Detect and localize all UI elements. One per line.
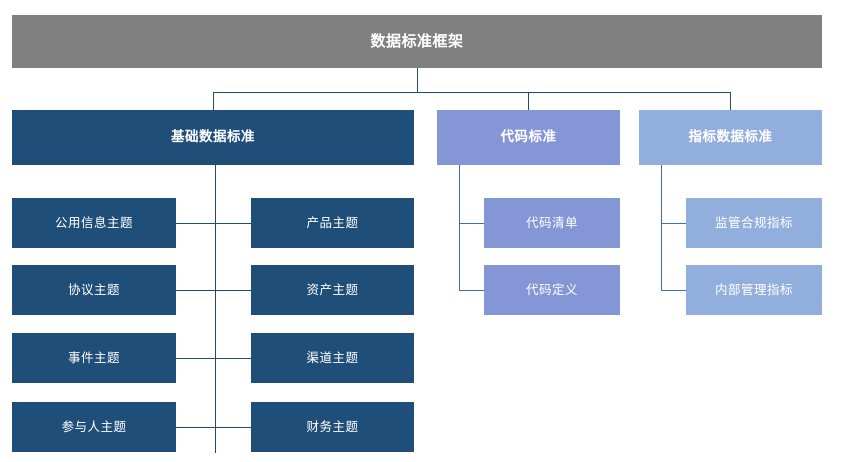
- connector-basic-row3-right: [215, 358, 251, 359]
- node-code-standard[interactable]: 代码标准: [437, 110, 620, 165]
- node-indicator-data-standard[interactable]: 指标数据标准: [639, 110, 822, 165]
- node-subject-finance-label: 财务主题: [306, 419, 359, 434]
- node-basic-data-standard[interactable]: 基础数据标准: [12, 110, 414, 165]
- node-subject-product-label: 产品主题: [306, 215, 359, 230]
- node-subject-product[interactable]: 产品主题: [251, 198, 414, 248]
- node-code-standard-label: 代码标准: [500, 129, 557, 145]
- node-internal-management-indicator-label: 内部管理指标: [714, 282, 793, 297]
- connector-code-child1: [459, 223, 484, 224]
- node-basic-data-standard-label: 基础数据标准: [171, 129, 255, 145]
- connector-drop-indicator: [730, 92, 731, 110]
- node-subject-event-label: 事件主题: [67, 350, 120, 365]
- connector-drop-basic: [213, 92, 214, 110]
- connector-basic-row4-right: [215, 427, 251, 428]
- node-subject-agreement-label: 协议主题: [67, 282, 120, 297]
- connector-basic-row3-left: [176, 358, 215, 359]
- node-subject-asset[interactable]: 资产主题: [251, 265, 414, 315]
- node-subject-public-info[interactable]: 公用信息主题: [12, 198, 176, 248]
- connector-level2-bus: [213, 92, 731, 93]
- node-code-definition[interactable]: 代码定义: [484, 265, 620, 315]
- node-indicator-data-standard-label: 指标数据标准: [688, 129, 773, 145]
- node-internal-management-indicator[interactable]: 内部管理指标: [686, 265, 822, 315]
- connector-indicator-child2: [661, 290, 686, 291]
- node-regulatory-compliance-indicator-label: 监管合规指标: [714, 215, 793, 230]
- node-subject-public-info-label: 公用信息主题: [54, 215, 133, 230]
- node-subject-asset-label: 资产主题: [306, 282, 359, 297]
- connector-code-spine: [459, 165, 460, 290]
- node-title-label: 数据标准框架: [370, 32, 464, 50]
- node-code-list[interactable]: 代码清单: [484, 198, 620, 248]
- node-subject-participant-label: 参与人主题: [61, 419, 127, 434]
- node-regulatory-compliance-indicator[interactable]: 监管合规指标: [686, 198, 822, 248]
- node-subject-agreement[interactable]: 协议主题: [12, 265, 176, 315]
- connector-indicator-child1: [661, 223, 686, 224]
- connector-drop-code: [528, 92, 529, 110]
- connector-basic-row1-right: [215, 223, 251, 224]
- node-code-definition-label: 代码定义: [525, 282, 578, 297]
- connector-indicator-spine: [661, 165, 662, 290]
- node-subject-finance[interactable]: 财务主题: [251, 402, 414, 452]
- node-code-list-label: 代码清单: [525, 215, 578, 230]
- connector-basic-spine: [215, 165, 216, 453]
- connector-basic-row2-right: [215, 290, 251, 291]
- connector-code-child2: [459, 290, 484, 291]
- connector-basic-row2-left: [176, 290, 215, 291]
- connector-title-drop: [417, 68, 418, 93]
- node-subject-participant[interactable]: 参与人主题: [12, 402, 176, 452]
- node-subject-event[interactable]: 事件主题: [12, 333, 176, 383]
- node-title-data-standard-framework[interactable]: 数据标准框架: [12, 15, 822, 68]
- node-subject-channel-label: 渠道主题: [306, 350, 359, 365]
- connector-basic-row1-left: [176, 223, 215, 224]
- connector-basic-row4-left: [176, 427, 215, 428]
- node-subject-channel[interactable]: 渠道主题: [251, 333, 414, 383]
